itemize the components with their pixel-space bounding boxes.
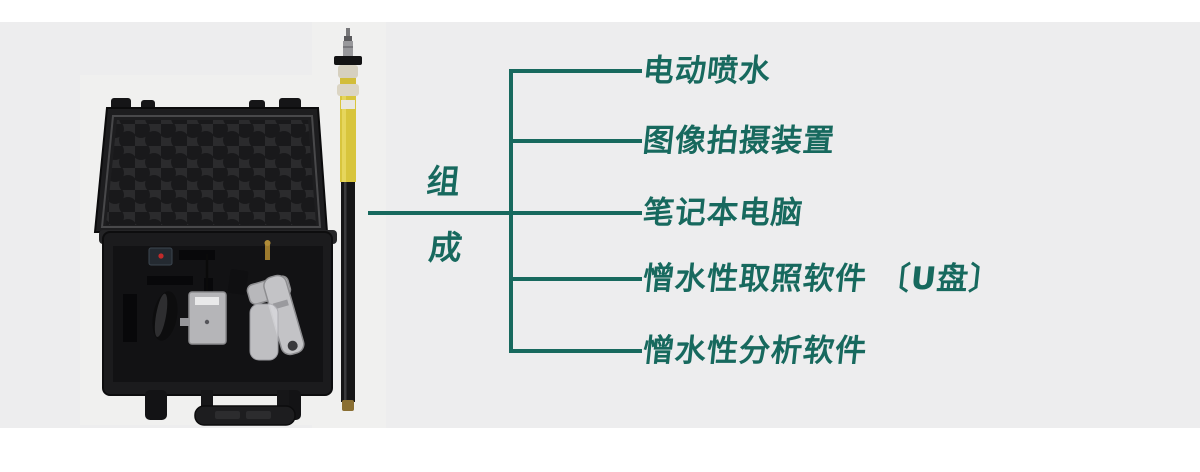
case-handle-and-latches xyxy=(145,390,301,426)
silver-control-box xyxy=(180,254,227,345)
pole-cream-ring-upper xyxy=(338,65,358,78)
black-curved-part xyxy=(152,291,178,341)
pole-black-collar xyxy=(334,56,362,65)
tree-branch-line-5 xyxy=(511,349,642,353)
brass-nozzle xyxy=(264,240,271,260)
pole-yellow-shaft xyxy=(340,96,356,182)
pole-black-shaft xyxy=(341,182,355,402)
spray-gun xyxy=(246,274,305,356)
root-label-char-bottom: 成 xyxy=(426,228,465,267)
case-tray xyxy=(99,230,337,396)
telescopic-pole-photo xyxy=(334,28,362,411)
pole-brass-cap xyxy=(342,400,354,411)
branch-label-analysis-software: 憎水性分析软件 xyxy=(641,333,869,369)
branch-label-image-capture-device: 图像拍摄装置 xyxy=(641,123,837,159)
tree-branch-line-4 xyxy=(511,277,642,281)
branch-label-photo-software-udisk: 憎水性取照软件 〔U盘〕 xyxy=(641,261,1003,297)
branch-label-laptop: 笔记本电脑 xyxy=(641,195,805,231)
pole-metal-tip xyxy=(343,28,353,56)
pole-yellow-joint xyxy=(340,78,356,84)
tree-branch-line-1 xyxy=(511,69,642,73)
branch-label-electric-spray: 电动喷水 xyxy=(641,53,773,89)
pole-cream-ring-lower xyxy=(337,84,359,96)
clamp-part xyxy=(227,269,249,295)
root-label-char-top: 组 xyxy=(424,162,463,201)
tree-trunk-line xyxy=(509,69,513,353)
tree-main-line xyxy=(368,211,642,215)
case-lid xyxy=(93,107,329,233)
spray-bottle xyxy=(249,303,279,361)
tree-branch-line-2 xyxy=(511,139,642,143)
equipment-case-photo xyxy=(93,98,337,426)
remote-control xyxy=(148,247,173,266)
